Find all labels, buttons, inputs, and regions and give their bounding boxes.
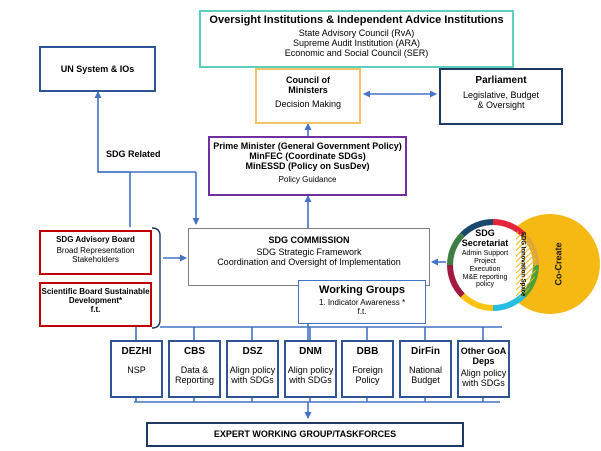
department-name: DSZ xyxy=(242,346,263,357)
working-groups-box: Working Groups 1. Indicator Awareness * … xyxy=(298,280,426,324)
pm-subtitle: Policy Guidance xyxy=(278,175,337,185)
parliament-box: Parliament Legislative, Budget & Oversig… xyxy=(439,68,563,125)
commission-line-1: SDG Strategic Framework xyxy=(256,247,362,258)
department-desc: National Budget xyxy=(408,365,443,386)
innovation-space-hatch xyxy=(516,230,537,300)
parliament-line-1: Legislative, Budget xyxy=(462,90,540,101)
commission-title: SDG COMMISSION xyxy=(268,235,350,245)
parliament-title: Parliament xyxy=(475,75,527,86)
secretariat-title: SDG Secretariat xyxy=(461,228,509,249)
advisory-bracket xyxy=(151,227,161,329)
un-system-title: UN System & IOs xyxy=(60,64,135,74)
department-desc: Align policy with SDGs xyxy=(229,365,276,386)
secretariat-line-1: Admin Support xyxy=(461,250,509,258)
co-create-label: Co-Create xyxy=(553,242,564,286)
prime-minister-box: Prime Minister (General Government Polic… xyxy=(208,136,407,196)
department-name: DBB xyxy=(356,346,379,357)
council-of-ministers-box: Council of Ministers Decision Making xyxy=(255,68,361,124)
sdg-secretariat-ring xyxy=(447,219,539,311)
oversight-line-rva: State Advisory Council (RvA) xyxy=(298,28,415,39)
commission-line-2: Coordination and Oversight of Implementa… xyxy=(217,257,401,268)
arrow-sdg-related xyxy=(94,91,131,227)
oversight-line-ser: Economic and Social Council (SER) xyxy=(284,48,429,59)
department-name: Other GoA Deps xyxy=(460,346,507,367)
secretariat-line-3: Execution xyxy=(469,265,501,273)
department-desc: NSP xyxy=(127,365,146,376)
secretariat-line-2: Project xyxy=(474,257,496,265)
department-name: DEZHI xyxy=(121,346,152,357)
department-desc: Foreign Policy xyxy=(352,365,383,386)
expert-working-group-box: EXPERT WORKING GROUP/TASKFORCES xyxy=(146,422,464,447)
department-box-dezhi: DEZHI NSP xyxy=(110,340,163,398)
department-box-dbb: DBB Foreign Policy xyxy=(341,340,394,398)
expert-working-group-label: EXPERT WORKING GROUP/TASKFORCES xyxy=(213,429,397,439)
department-box-dsz: DSZ Align policy with SDGs xyxy=(226,340,279,398)
department-desc: Align policy with SDGs xyxy=(287,365,334,386)
working-groups-title: Working Groups xyxy=(319,284,405,296)
pm-line-1: Prime Minister (General Government Polic… xyxy=(213,141,402,151)
department-box-cbs: CBS Data & Reporting xyxy=(168,340,221,398)
department-box-dnm: DNM Align policy with SDGs xyxy=(284,340,337,398)
sdg-secretariat-text: SDG Secretariat Admin Support Project Ex… xyxy=(454,228,516,300)
sdg-related-label: SDG Related xyxy=(106,149,161,159)
parliament-line-2: & Oversight xyxy=(477,100,525,111)
department-desc: Align policy with SDGs xyxy=(460,368,507,389)
advisory-board-line-1: Broad Representation xyxy=(56,245,135,255)
advisory-board-title: SDG Advisory Board xyxy=(56,235,135,244)
innovation-space-label: SDG Innovation Space xyxy=(519,232,526,297)
scientific-board-note: f.t. xyxy=(90,304,101,314)
scientific-board-title: Scientific Board Sustainable Development… xyxy=(41,287,150,305)
council-subtitle: Decision Making xyxy=(274,99,342,110)
un-system-box: UN System & IOs xyxy=(39,46,156,92)
department-desc: Data & Reporting xyxy=(174,365,215,386)
oversight-title: Oversight Institutions & Independent Adv… xyxy=(209,14,504,26)
council-title: Council of Ministers xyxy=(286,75,330,96)
pm-line-2: MinFEC (Coordinate SDGs) xyxy=(249,151,366,162)
pm-line-3: MinESSD (Policy on SusDev) xyxy=(245,161,370,172)
advisory-board-line-2: Stakeholders xyxy=(72,254,119,264)
secretariat-line-5: policy xyxy=(476,281,494,289)
sdg-advisory-board-box: SDG Advisory Board Broad Representation … xyxy=(39,230,152,275)
scientific-board-box: Scientific Board Sustainable Development… xyxy=(39,282,152,327)
department-name: DirFin xyxy=(411,346,440,357)
secretariat-line-4: M&E reporting xyxy=(462,273,508,281)
oversight-institutions-box: Oversight Institutions & Independent Adv… xyxy=(199,10,514,68)
sdg-commission-box: SDG COMMISSION SDG Strategic Framework C… xyxy=(188,228,430,286)
department-name: DNM xyxy=(299,346,322,357)
oversight-line-ara: Supreme Audit Institution (ARA) xyxy=(292,38,421,49)
working-groups-item: 1. Indicator Awareness * f.t. xyxy=(318,298,406,317)
department-name: CBS xyxy=(183,346,206,357)
